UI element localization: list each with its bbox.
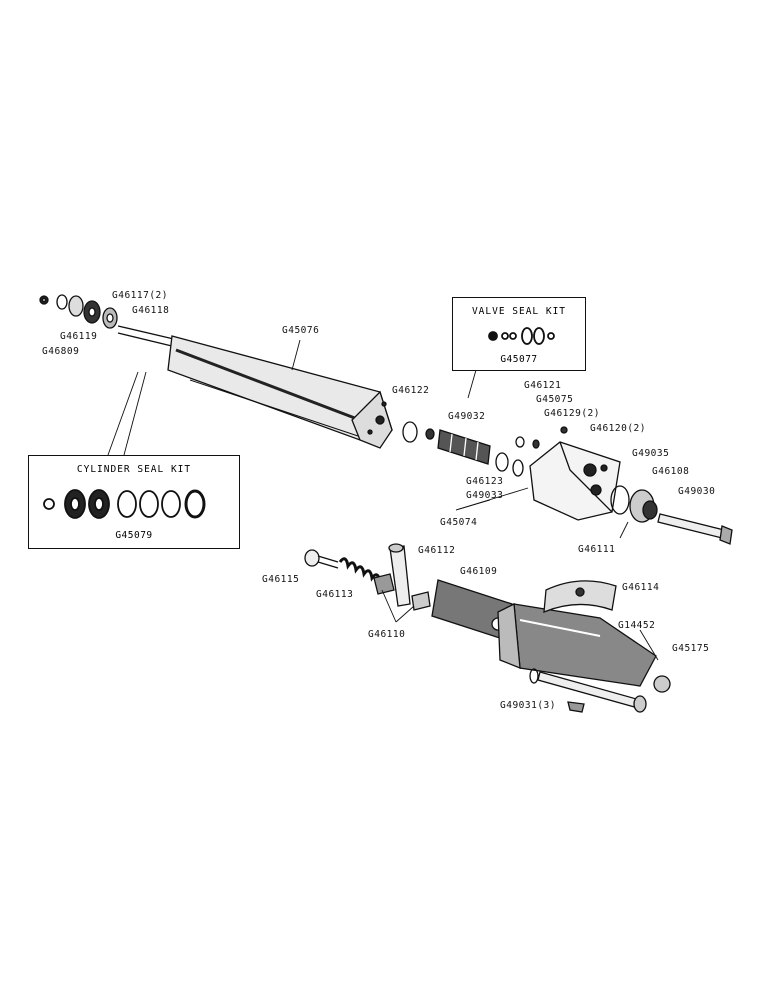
cylinder-seal-kit-box: CYLINDER SEAL KIT G45079: [28, 455, 240, 549]
piston-rod-part: [117, 325, 179, 348]
label-g45075: G45075: [536, 394, 574, 405]
label-g46111: G46111: [578, 544, 616, 555]
spool-oring-part: [495, 452, 509, 472]
spool-part: [437, 429, 491, 465]
cylinder-seal-kit-title: CYLINDER SEAL KIT: [76, 464, 192, 475]
label-g45074: G45074: [440, 517, 478, 528]
cylinder-seal-kit-part-number: G45079: [115, 530, 153, 541]
label-g45175: G45175: [672, 643, 710, 654]
label-g49032: G49032: [448, 411, 486, 422]
bottom-bolt-part: [529, 668, 647, 713]
leader-lines: [107, 339, 659, 661]
valve-seal-kit-box: VALVE SEAL KIT G45077: [452, 297, 586, 371]
spool-ring-part: [512, 459, 524, 477]
label-g45076: G45076: [282, 325, 320, 336]
label-g46118: G46118: [132, 305, 170, 316]
label-g46112: G46112: [418, 545, 456, 556]
washers-part: [56, 294, 118, 329]
label-g46109: G46109: [460, 566, 498, 577]
label-g46122: G46122: [392, 385, 430, 396]
valve-seal-kit-title: VALVE SEAL KIT: [471, 306, 567, 317]
pin-part: [388, 543, 411, 607]
label-g46115: G46115: [262, 574, 300, 585]
block-part: [373, 573, 431, 611]
valve-body-part: [529, 441, 621, 521]
clamp-nut-part: [653, 675, 671, 693]
spring-part: [338, 557, 382, 583]
label-g46809: G46809: [42, 346, 80, 357]
nut-assembly-part: [629, 489, 658, 523]
washer-part: [610, 485, 630, 515]
valve-seal-kit-part-number: G45077: [500, 354, 538, 365]
cap-bolt-part: [304, 549, 339, 569]
label-g46108: G46108: [652, 466, 690, 477]
label-g46114: G46114: [622, 582, 660, 593]
plug-small-part: [560, 426, 568, 434]
label-g46123: G46123: [466, 476, 504, 487]
label-g49030: G49030: [678, 486, 716, 497]
small-nut-part: [567, 701, 585, 713]
oring-part: [402, 421, 418, 443]
label-g46120: G46120(2): [590, 423, 646, 434]
label-g49031: G49031(3): [500, 700, 556, 711]
cylinder-barrel-part: [167, 335, 393, 449]
label-g46129: G46129(2): [544, 408, 600, 419]
label-g14452: G14452: [618, 620, 656, 631]
ring-part: [425, 428, 435, 440]
valve-seal-rings: [488, 327, 555, 345]
label-g49035: G49035: [632, 448, 670, 459]
cap-part: [515, 436, 525, 448]
housing-part: [497, 602, 657, 687]
label-g46121: G46121: [524, 380, 562, 391]
cylinder-seal-rings: [43, 489, 206, 519]
half-clamp-part: [543, 580, 617, 614]
label-g46110: G46110: [368, 629, 406, 640]
long-bolt-part: [657, 513, 733, 545]
nut-part: [39, 295, 49, 305]
label-g46117: G46117(2): [112, 290, 168, 301]
label-g49033: G49033: [466, 490, 504, 501]
plug-part: [532, 439, 540, 449]
label-g46113: G46113: [316, 589, 354, 600]
label-g46119: G46119: [60, 331, 98, 342]
